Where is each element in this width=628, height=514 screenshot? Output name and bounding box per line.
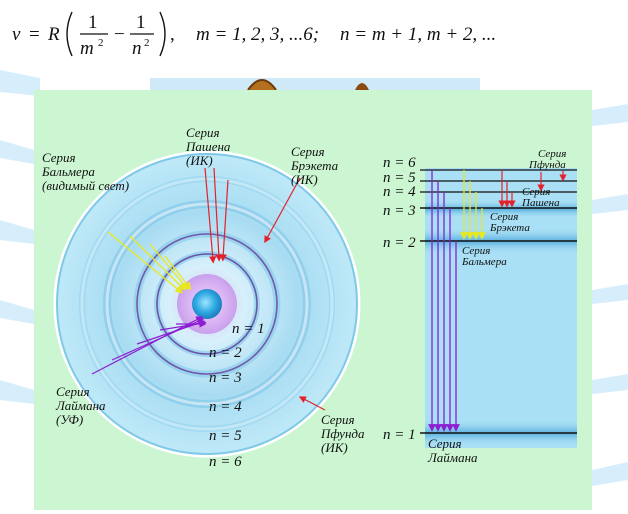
level-label-brackett: Серия Брэкета	[489, 211, 530, 234]
orbit-3	[136, 233, 278, 375]
orbit-2	[156, 253, 258, 355]
formula-sup-a: 2	[98, 37, 104, 49]
level-label-4: n = 4	[383, 184, 416, 200]
orbit-label-4: n = 4	[209, 399, 242, 415]
formula-numerator-a: 1	[88, 12, 98, 33]
orbit-label-2: n = 2	[209, 345, 242, 361]
level-label-1: n = 1	[383, 427, 416, 443]
formula-left-paren	[66, 11, 73, 57]
formula-sup-b: 2	[144, 37, 150, 49]
formula-right-paren	[159, 11, 166, 57]
label-pfund: Серия Пфунда (ИК)	[320, 412, 368, 455]
level-label-paschen: Серия Пашена	[521, 186, 560, 209]
formula-equals: =	[29, 24, 40, 45]
level-label-2: n = 2	[383, 235, 416, 251]
formula-comma: ,	[170, 24, 175, 45]
energy-level-diagram: n = 6 n = 5 n = 4 n = 3 n = 2 n = 1 Сери…	[383, 148, 577, 465]
formula-rydberg-constant: R	[47, 24, 60, 45]
formula-numerator-b: 1	[136, 12, 146, 33]
orbit-6	[56, 153, 358, 455]
orbit-label-5: n = 5	[209, 428, 242, 444]
formula-nu: ν	[12, 24, 21, 45]
label-brackett: Серия Брэкета (ИК)	[290, 144, 341, 187]
background-decoration	[0, 70, 628, 486]
level-label-3: n = 3	[383, 203, 416, 219]
formula-m-range: m = 1, 2, 3, ...6;	[196, 24, 319, 45]
atom-model: n = 1 n = 2 n = 3 n = 4 n = 5 n = 6 Сери…	[41, 125, 368, 470]
label-paschen: Серия Пашена (ИК)	[185, 125, 234, 168]
label-balmer: Серия Бальмера (видимый свет)	[41, 150, 129, 193]
orbit-label-3: n = 3	[209, 370, 242, 386]
formula-minus: −	[114, 24, 125, 45]
level-label-6: n = 6	[383, 155, 416, 171]
level-label-balmer: Серия Бальмера	[461, 245, 507, 268]
formula-denominator-m: m	[80, 38, 94, 59]
nucleus	[192, 289, 222, 319]
level-label-pfund: Серия Пфунда	[528, 148, 569, 171]
level-label-5: n = 5	[383, 170, 416, 186]
orbit-label-1: n = 1	[232, 321, 265, 337]
formula-denominator-n: n	[132, 38, 142, 59]
orbit-label-6: n = 6	[209, 454, 242, 470]
rydberg-formula: ν = R 1 m 2 − 1 n 2 , m = 1, 2, 3, ...6;…	[12, 11, 496, 59]
formula-n-range: n = m + 1, m + 2, ...	[340, 24, 496, 45]
orbit-4	[105, 202, 309, 406]
label-lyman: Серия Лаймана (УФ)	[55, 384, 109, 427]
level-label-lyman: Серия Лаймана	[427, 436, 478, 465]
